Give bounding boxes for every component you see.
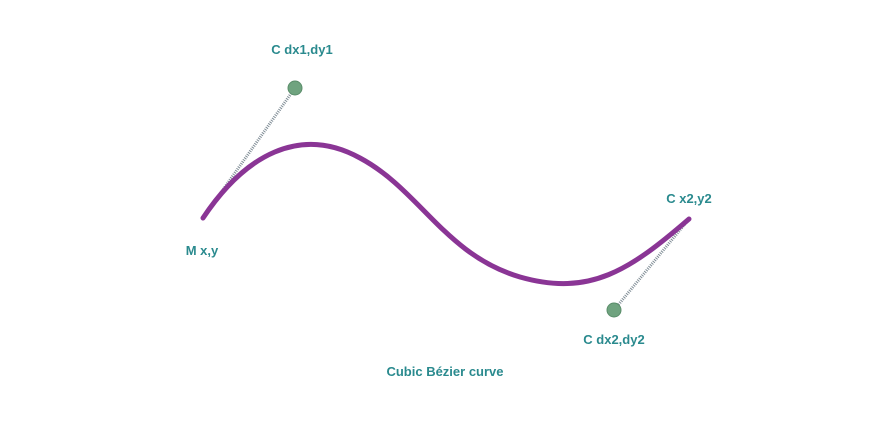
control-point-1-icon [287,80,303,96]
diagram-caption: Cubic Bézier curve [386,364,503,379]
bezier-curve [200,141,692,287]
label-end-point: C x2,y2 [666,191,712,206]
label-control-2: C dx2,dy2 [583,332,644,347]
control-point-2-icon [606,302,622,318]
label-control-1: C dx1,dy1 [271,42,332,57]
label-start-point: M x,y [186,243,219,258]
